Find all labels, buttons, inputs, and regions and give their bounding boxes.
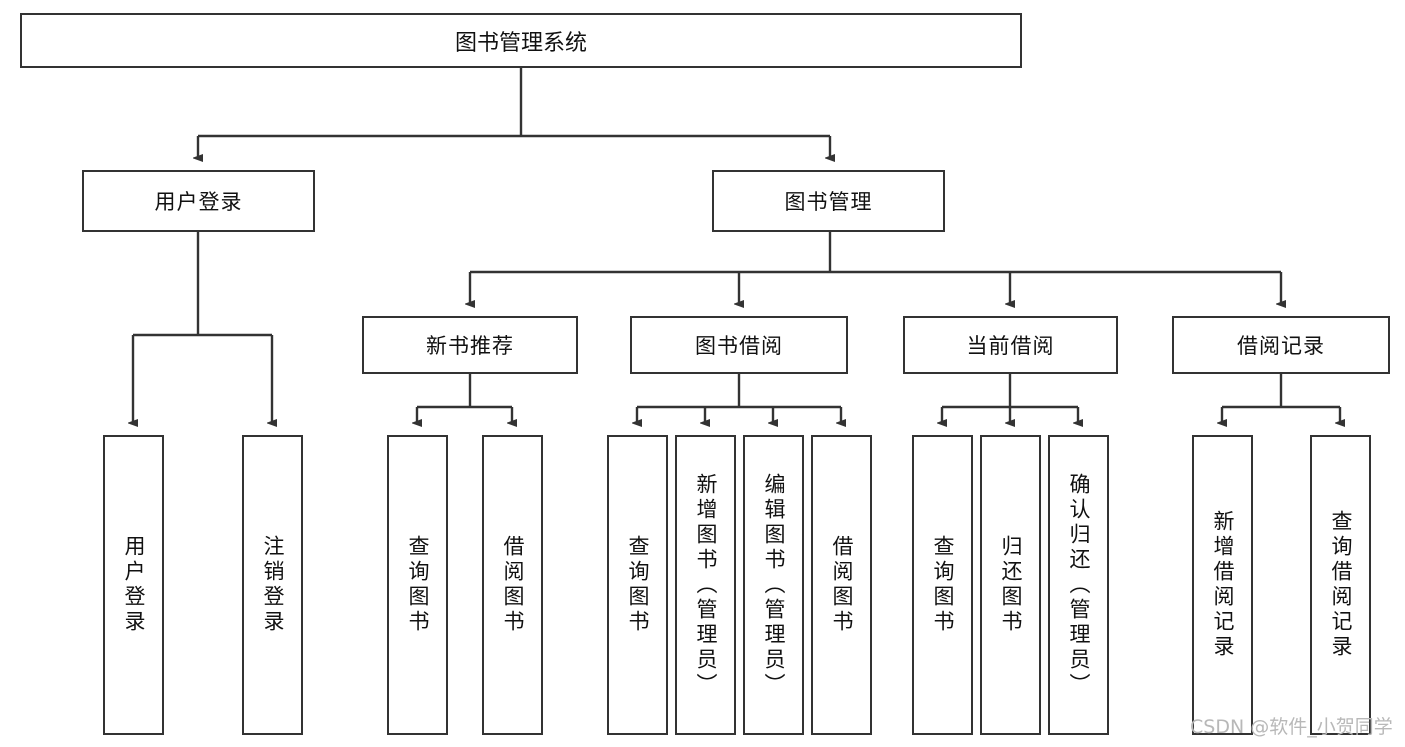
node-label: 图书管理系统	[454, 29, 587, 55]
node-label: 用户登录	[154, 191, 243, 214]
node-label: 查询借阅记录	[1329, 510, 1352, 660]
leaf-edit-book-admin[interactable]: 编辑图书（管理员）	[743, 435, 804, 735]
node-label: 归还图书	[999, 535, 1022, 635]
leaf-borrow-book[interactable]: 借阅图书	[811, 435, 872, 735]
node-new-book-recommend[interactable]: 新书推荐	[362, 316, 578, 374]
leaf-confirm-return-admin[interactable]: 确认归还（管理员）	[1048, 435, 1109, 735]
node-label: 注销登录	[261, 535, 284, 635]
leaf-query-borrow-record[interactable]: 查询借阅记录	[1310, 435, 1371, 735]
node-label: 借阅记录	[1237, 335, 1325, 358]
node-label: 新增借阅记录	[1211, 510, 1234, 660]
leaf-query-book-current[interactable]: 查询图书	[912, 435, 973, 735]
node-label: 借阅图书	[501, 535, 524, 635]
node-borrow-record[interactable]: 借阅记录	[1172, 316, 1390, 374]
leaf-user-login[interactable]: 用户登录	[103, 435, 164, 735]
leaf-query-book-borrow[interactable]: 查询图书	[607, 435, 668, 735]
leaf-borrow-book-recommend[interactable]: 借阅图书	[482, 435, 543, 735]
node-root-book-management-system[interactable]: 图书管理系统	[20, 13, 1022, 68]
node-book-borrow[interactable]: 图书借阅	[630, 316, 848, 374]
node-label: 新增图书（管理员）	[694, 472, 717, 698]
node-label: 查询图书	[406, 535, 429, 635]
leaf-logout[interactable]: 注销登录	[242, 435, 303, 735]
node-label: 图书借阅	[695, 335, 783, 358]
watermark-text: CSDN @软件_小贺同学	[1190, 716, 1393, 738]
node-label: 确认归还（管理员）	[1067, 472, 1090, 698]
node-user-login[interactable]: 用户登录	[82, 170, 315, 232]
node-book-management[interactable]: 图书管理	[712, 170, 945, 232]
leaf-add-borrow-record[interactable]: 新增借阅记录	[1192, 435, 1253, 735]
node-label: 编辑图书（管理员）	[762, 472, 785, 698]
node-label: 查询图书	[931, 535, 954, 635]
node-label: 用户登录	[122, 535, 145, 635]
leaf-query-book-recommend[interactable]: 查询图书	[387, 435, 448, 735]
leaf-add-book-admin[interactable]: 新增图书（管理员）	[675, 435, 736, 735]
leaf-return-book[interactable]: 归还图书	[980, 435, 1041, 735]
node-label: 借阅图书	[830, 535, 853, 635]
node-current-borrow[interactable]: 当前借阅	[903, 316, 1118, 374]
node-label: 查询图书	[626, 535, 649, 635]
node-label: 图书管理	[784, 191, 873, 214]
node-label: 当前借阅	[966, 335, 1055, 358]
node-label: 新书推荐	[426, 335, 514, 358]
